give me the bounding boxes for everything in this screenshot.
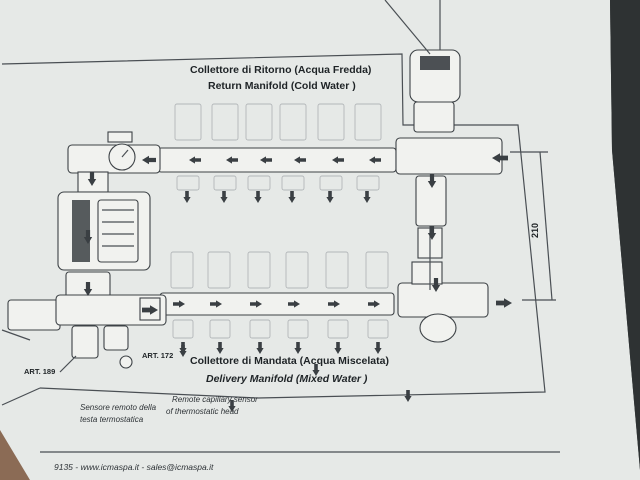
outlet-fitting-ghost — [209, 319, 231, 339]
outlet-arrow-down — [404, 390, 412, 402]
pump-arrow-down — [87, 172, 97, 186]
supply-arrow-left — [492, 153, 508, 163]
outlet-valve-ghost — [365, 251, 389, 289]
part-label-art-172: ART. 172 — [142, 351, 173, 360]
flow-arrow-left — [226, 156, 238, 164]
outlet-arrow-down — [326, 191, 334, 203]
right-mixing-group — [384, 0, 503, 343]
inlet-arrow-left — [142, 155, 156, 165]
outlet-fitting-ghost — [367, 319, 389, 339]
outlet-arrow-down — [256, 342, 264, 354]
flow-arrow-right — [328, 300, 340, 308]
outlet-arrow-down — [216, 342, 224, 354]
flow-arrow-right — [210, 300, 222, 308]
pump-arrow-down — [83, 230, 93, 244]
outlet-valve-ghost — [285, 251, 309, 289]
delivery-flow-arrows — [173, 300, 380, 308]
outlet-valve-ghost — [174, 103, 202, 141]
flow-arrow-right — [250, 300, 262, 308]
frame-outer — [1, 53, 546, 399]
sensor-caption-en-1: Remote capillary sensor — [172, 395, 258, 404]
outlet-arrow-down — [312, 364, 320, 376]
flow-arrow-left — [260, 156, 272, 164]
footer-contact: 9135 - www.icmaspa.it - sales@icmaspa.it — [54, 462, 214, 472]
outlet-arrow-down — [183, 191, 191, 203]
flow-arrow-right — [368, 300, 380, 308]
return-manifold-title-en: Return Manifold (Cold Water ) — [208, 80, 356, 92]
outlet-valve-ghost — [247, 251, 271, 289]
outlet-valve-ghost — [354, 103, 382, 141]
return-flow-arrows — [189, 156, 381, 164]
outlet-fitting-ghost — [281, 175, 305, 191]
delivery-outlet-ghosts — [170, 251, 389, 339]
outlet-arrow-down — [254, 191, 262, 203]
flow-arrow-left — [369, 156, 381, 164]
mix-arrow-down — [431, 278, 441, 292]
outlet-fitting-ghost — [176, 175, 200, 191]
mix-arrow-down — [427, 174, 437, 188]
left-valve-pump-group — [7, 131, 167, 369]
mix-arrow-down — [427, 226, 437, 240]
outlet-valve-ghost — [279, 103, 307, 141]
outlet-arrow-down — [228, 400, 236, 412]
paper-shadow-bottom-left — [0, 430, 30, 480]
remote-sensor-bulb — [119, 355, 133, 369]
outlet-arrow-down — [374, 342, 382, 354]
outlet-arrow-down — [220, 191, 228, 203]
dimension-marker: 210 — [510, 151, 556, 301]
outlet-valve-ghost — [317, 103, 345, 141]
outlet-valve-ghost — [207, 251, 231, 289]
return-manifold-title-it: Collettore di Ritorno (Acqua Fredda) — [190, 64, 371, 76]
outlet-fitting-ghost — [327, 319, 349, 339]
dimension-210-label: 210 — [530, 223, 540, 238]
sensor-caption-en-2: of thermostatic head — [166, 407, 239, 416]
return-outlet-ghosts — [174, 103, 382, 191]
outlet-fitting-ghost — [356, 175, 380, 191]
paper-shadow-right — [610, 0, 640, 470]
outlet-valve-ghost — [170, 251, 194, 289]
outlet-arrow-down — [334, 342, 342, 354]
outlet-fitting-ghost — [249, 319, 271, 339]
side-flow-arrows — [83, 153, 512, 412]
flow-arrow-left — [294, 156, 306, 164]
frame-left-edge — [1, 329, 41, 406]
outlet-fitting-ghost — [287, 319, 309, 339]
outlet-arrow-down — [294, 342, 302, 354]
flow-arrow-left — [332, 156, 344, 164]
return-outlet-arrows — [183, 191, 371, 203]
delivery-manifold-title-it: Collettore di Mandata (Acqua Miscelata) — [190, 355, 389, 367]
outlet-fitting-ghost — [172, 319, 194, 339]
outlet-arrow-right — [142, 305, 158, 315]
outlet-arrow-down — [288, 191, 296, 203]
outflow-arrow-right — [496, 298, 512, 308]
outlet-valve-ghost — [325, 251, 349, 289]
delivery-manifold-title-en: Delivery Manifold (Mixed Water ) — [206, 373, 368, 385]
part-label-art-189: ART. 189 — [24, 367, 55, 376]
outlet-valve-ghost — [211, 103, 239, 141]
outlet-arrow-down — [179, 345, 187, 357]
flow-arrow-right — [173, 300, 185, 308]
outlet-valve-ghost — [245, 103, 273, 141]
sensor-caption-it-2: testa termostatica — [80, 415, 144, 424]
outlet-arrow-down — [363, 191, 371, 203]
flow-arrow-left — [189, 156, 201, 164]
delivery-manifold — [159, 251, 395, 354]
outlet-fitting-ghost — [213, 175, 237, 191]
outlet-fitting-ghost — [319, 175, 343, 191]
sensor-caption-it-1: Sensore remoto della — [80, 403, 157, 412]
outlet-fitting-ghost — [247, 175, 271, 191]
pump-arrow-down — [83, 282, 93, 296]
flow-arrow-right — [288, 300, 300, 308]
